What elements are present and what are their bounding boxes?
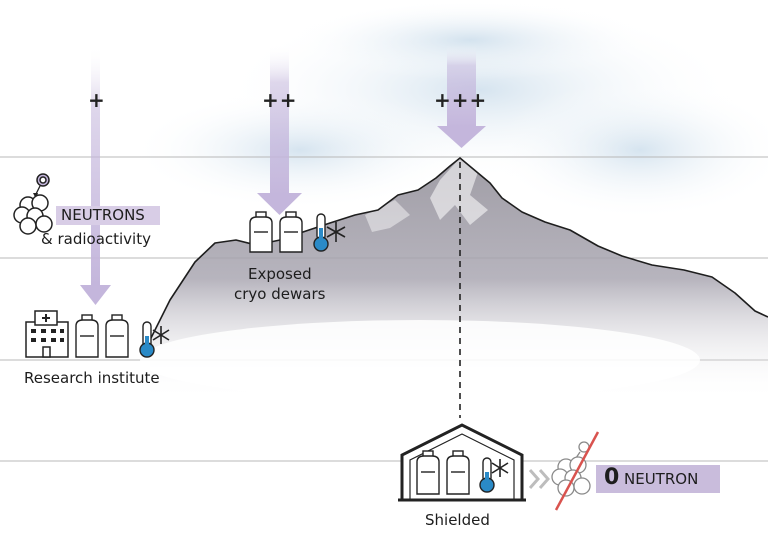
- neutrons-label: NEUTRONS: [61, 206, 145, 224]
- exposed-label-line1: Exposed: [248, 265, 312, 283]
- shielded-thermometer-icon: [479, 457, 495, 493]
- shielded-label: Shielded: [425, 511, 490, 529]
- neutron-arrow-mid: [257, 45, 302, 215]
- institute-dewars-icon: [75, 314, 129, 358]
- institute-label: Research institute: [24, 369, 160, 387]
- exposed-thermometer-icon: [313, 213, 329, 252]
- neutron-arrow-high: [437, 45, 486, 148]
- sky-clouds: [130, 0, 768, 220]
- double-chevron-icon: [528, 469, 551, 489]
- neutrons-highlight: [56, 206, 160, 225]
- zero-neutron-number: 0: [604, 465, 620, 490]
- radioactivity-label: & radioactivity: [41, 230, 151, 248]
- mountain: [140, 157, 768, 400]
- exposed-label-line2: cryo dewars: [234, 285, 326, 303]
- intensity-marker-low: +: [88, 88, 106, 112]
- zero-neutron-highlight: [596, 465, 720, 493]
- institute-thermometer-icon: [139, 321, 155, 358]
- shielded-dewars-icon: [416, 450, 470, 495]
- cancelled-neutron-atom-icon: [551, 441, 591, 497]
- cancel-slash: [554, 431, 600, 511]
- intensity-marker-mid: ++: [262, 88, 298, 112]
- exposed-dewars-icon: [249, 211, 303, 253]
- exposed-snowflake-icon: [326, 222, 346, 242]
- neutron-atom-icon: [13, 173, 53, 235]
- neutron-arrow-low: [80, 45, 111, 305]
- hospital-building-icon: [25, 310, 69, 358]
- intensity-marker-high: +++: [434, 88, 488, 112]
- zero-neutron-word: NEUTRON: [624, 470, 699, 488]
- shielded-snowflake-icon: [491, 459, 509, 477]
- institute-snowflake-icon: [152, 326, 170, 344]
